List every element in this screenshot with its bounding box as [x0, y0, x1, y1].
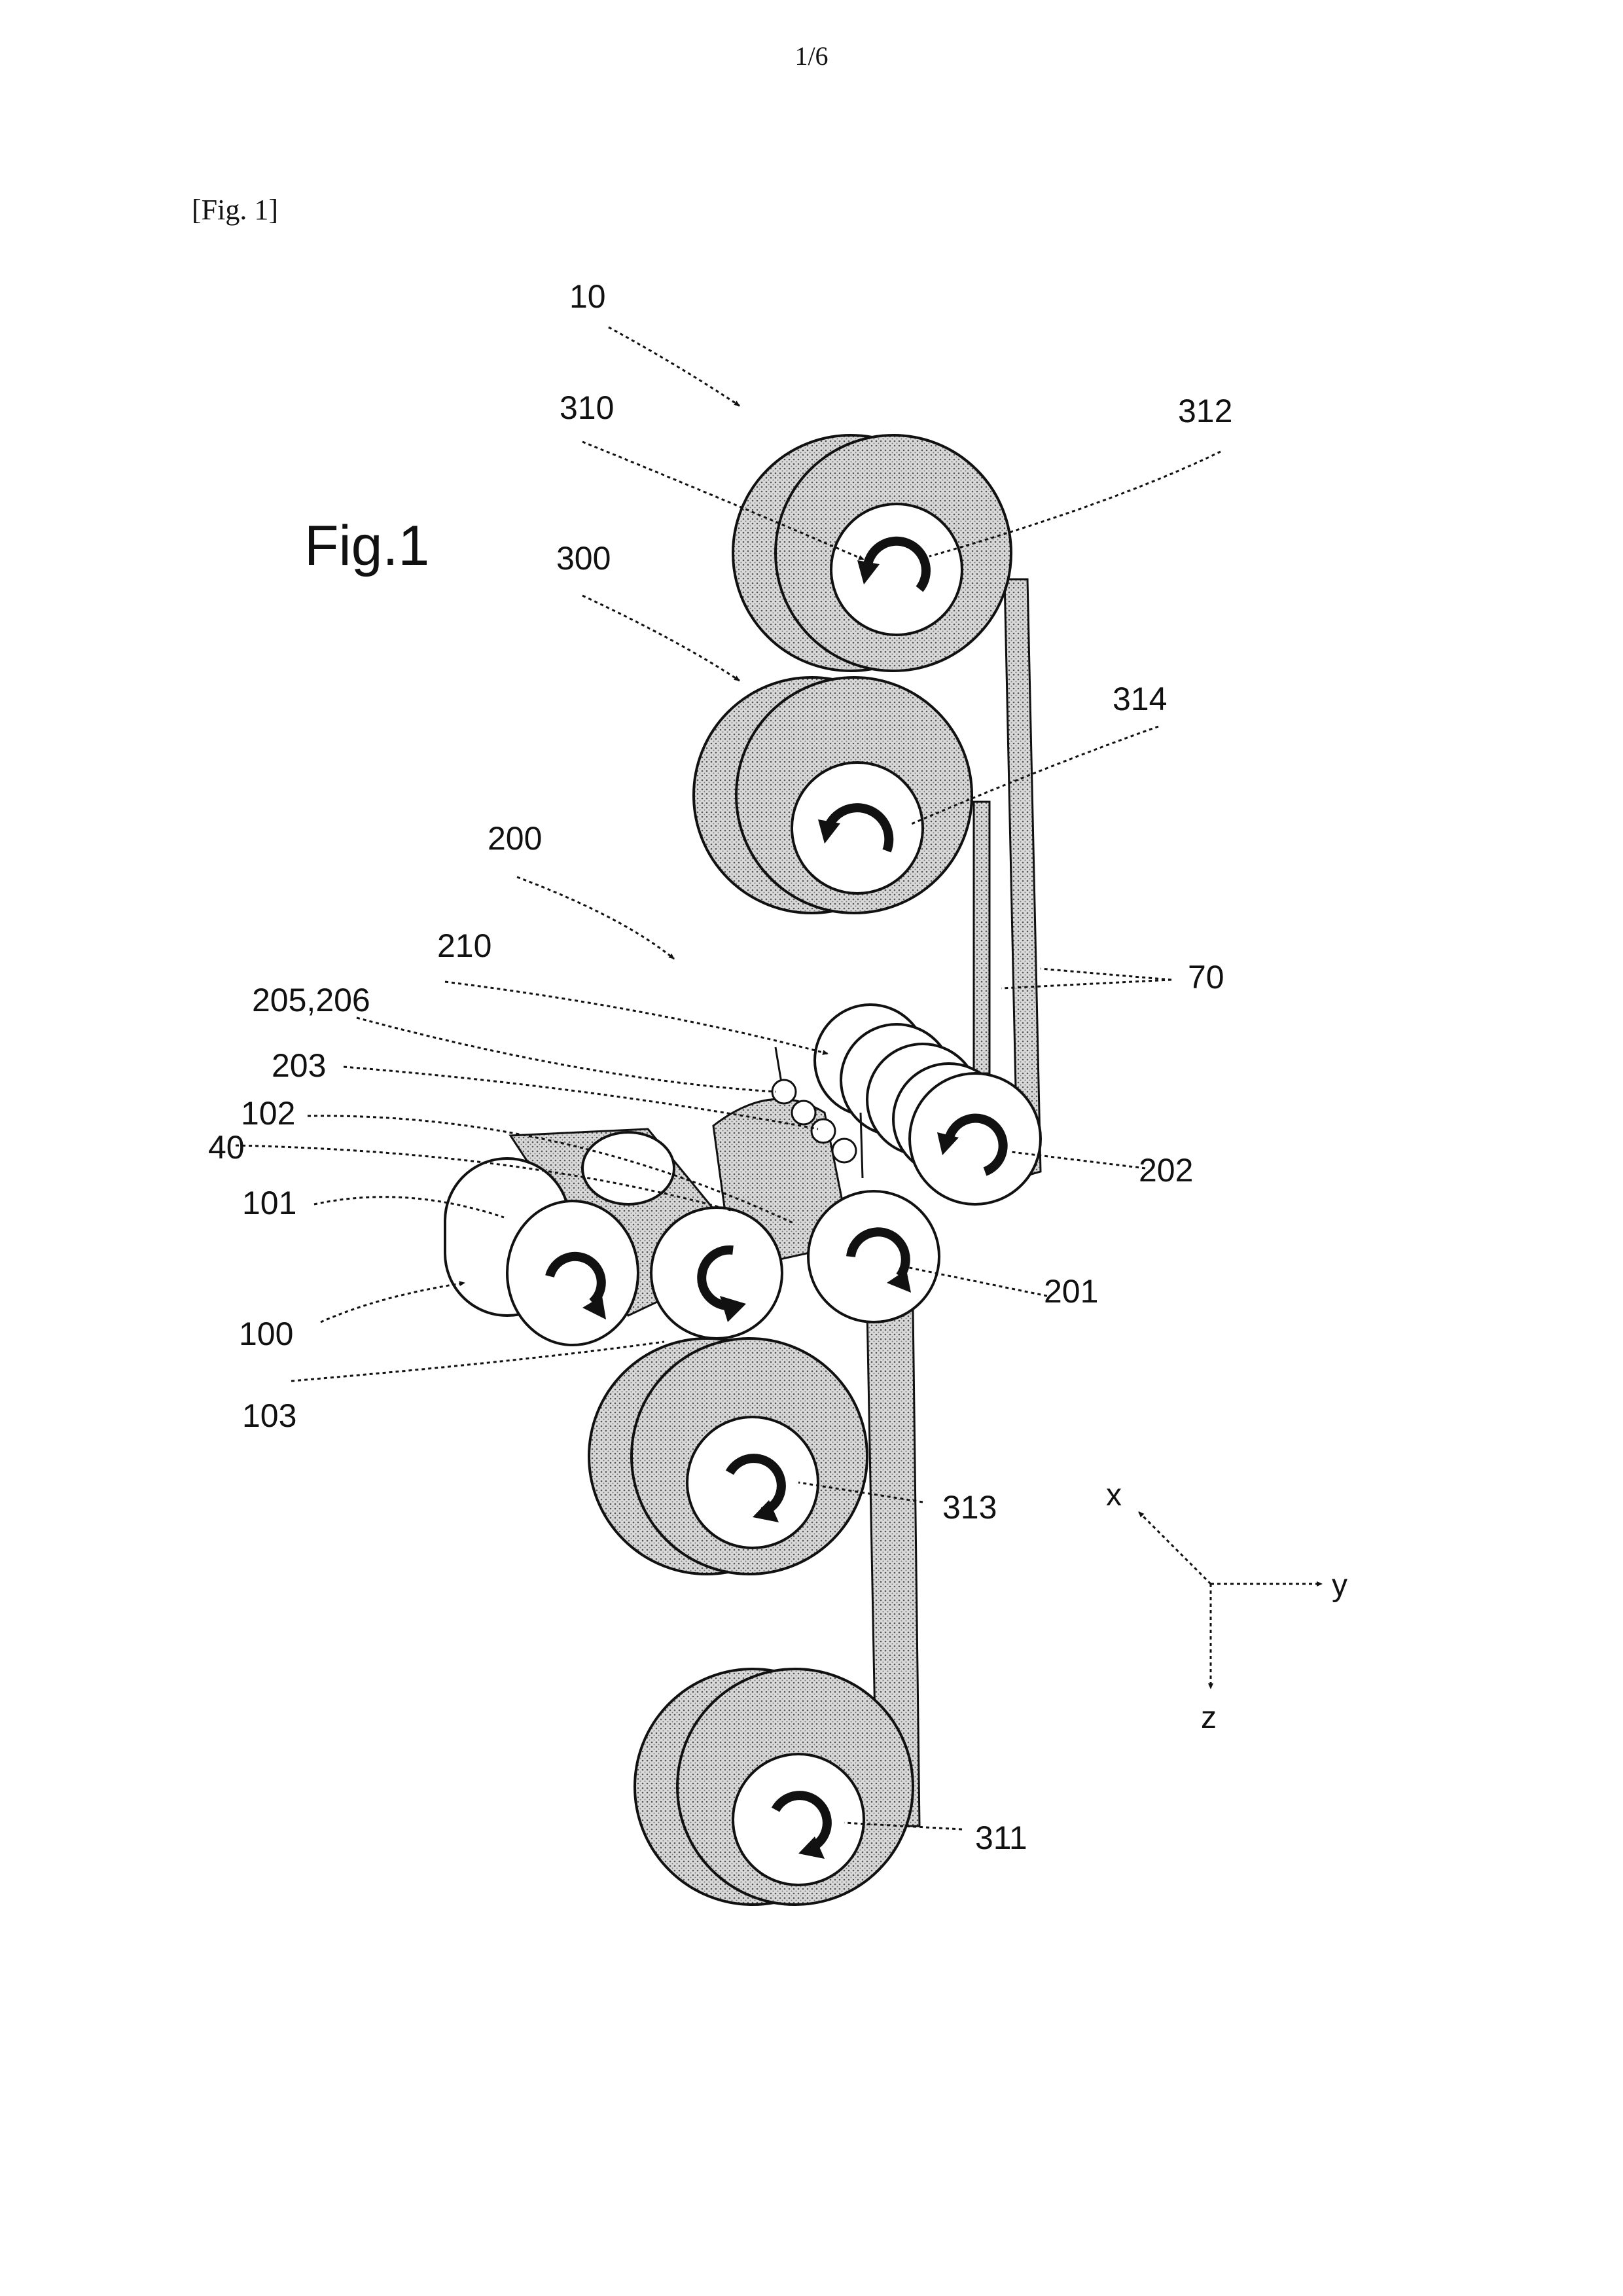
label-202: 202 [1139, 1152, 1193, 1189]
roller-313 [589, 1338, 867, 1574]
roller-201 [808, 1191, 939, 1322]
coordinate-axes: x y z [1106, 1478, 1347, 1735]
label-103: 103 [242, 1397, 296, 1434]
label-201: 201 [1044, 1273, 1098, 1310]
axis-x-label: x [1106, 1478, 1122, 1513]
label-70: 70 [1188, 959, 1224, 996]
label-101: 101 [242, 1185, 296, 1221]
label-203: 203 [272, 1047, 326, 1084]
label-314: 314 [1113, 681, 1167, 717]
label-312: 312 [1178, 393, 1232, 429]
roller-314 [694, 677, 972, 913]
label-310: 310 [560, 389, 614, 426]
label-210: 210 [437, 927, 491, 964]
label-313: 313 [942, 1489, 997, 1526]
axis-z-label: z [1201, 1700, 1217, 1735]
roller-202-stack [815, 1005, 1041, 1204]
label-100: 100 [239, 1316, 293, 1352]
roller-311 [635, 1669, 913, 1905]
label-10: 10 [569, 278, 606, 315]
roller-310-312 [733, 435, 1011, 671]
axis-y-label: y [1332, 1568, 1347, 1603]
label-200: 200 [488, 820, 542, 857]
label-102: 102 [241, 1095, 295, 1132]
label-205-206: 205,206 [252, 982, 370, 1018]
figure-title: Fig.1 [304, 514, 429, 577]
label-40: 40 [208, 1129, 245, 1166]
label-300: 300 [556, 540, 611, 577]
label-311: 311 [975, 1820, 1027, 1856]
